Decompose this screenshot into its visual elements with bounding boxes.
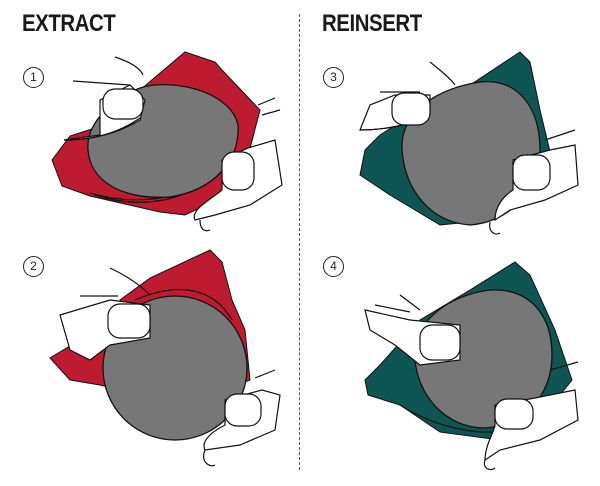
step-number-4: 4 bbox=[323, 256, 344, 277]
gray-disc bbox=[401, 81, 541, 226]
step-3-illustration bbox=[359, 51, 579, 235]
step-number-1: 1 bbox=[23, 67, 44, 88]
thumb bbox=[221, 151, 255, 191]
dashed-divider bbox=[299, 14, 300, 470]
step-2-illustration bbox=[49, 249, 281, 467]
extract-heading: EXTRACT bbox=[22, 10, 116, 37]
thumb bbox=[224, 393, 262, 427]
reinsert-heading: REINSERT bbox=[322, 10, 422, 37]
step-1-illustration bbox=[51, 51, 283, 232]
step-number-3: 3 bbox=[323, 67, 344, 88]
thumb bbox=[102, 88, 144, 120]
thumb bbox=[391, 92, 431, 126]
thumb bbox=[419, 324, 461, 361]
step-number-2: 2 bbox=[23, 256, 44, 277]
thumb bbox=[512, 154, 551, 191]
thumb bbox=[107, 303, 151, 339]
thumb bbox=[494, 398, 534, 430]
step-4-illustration bbox=[364, 261, 579, 471]
